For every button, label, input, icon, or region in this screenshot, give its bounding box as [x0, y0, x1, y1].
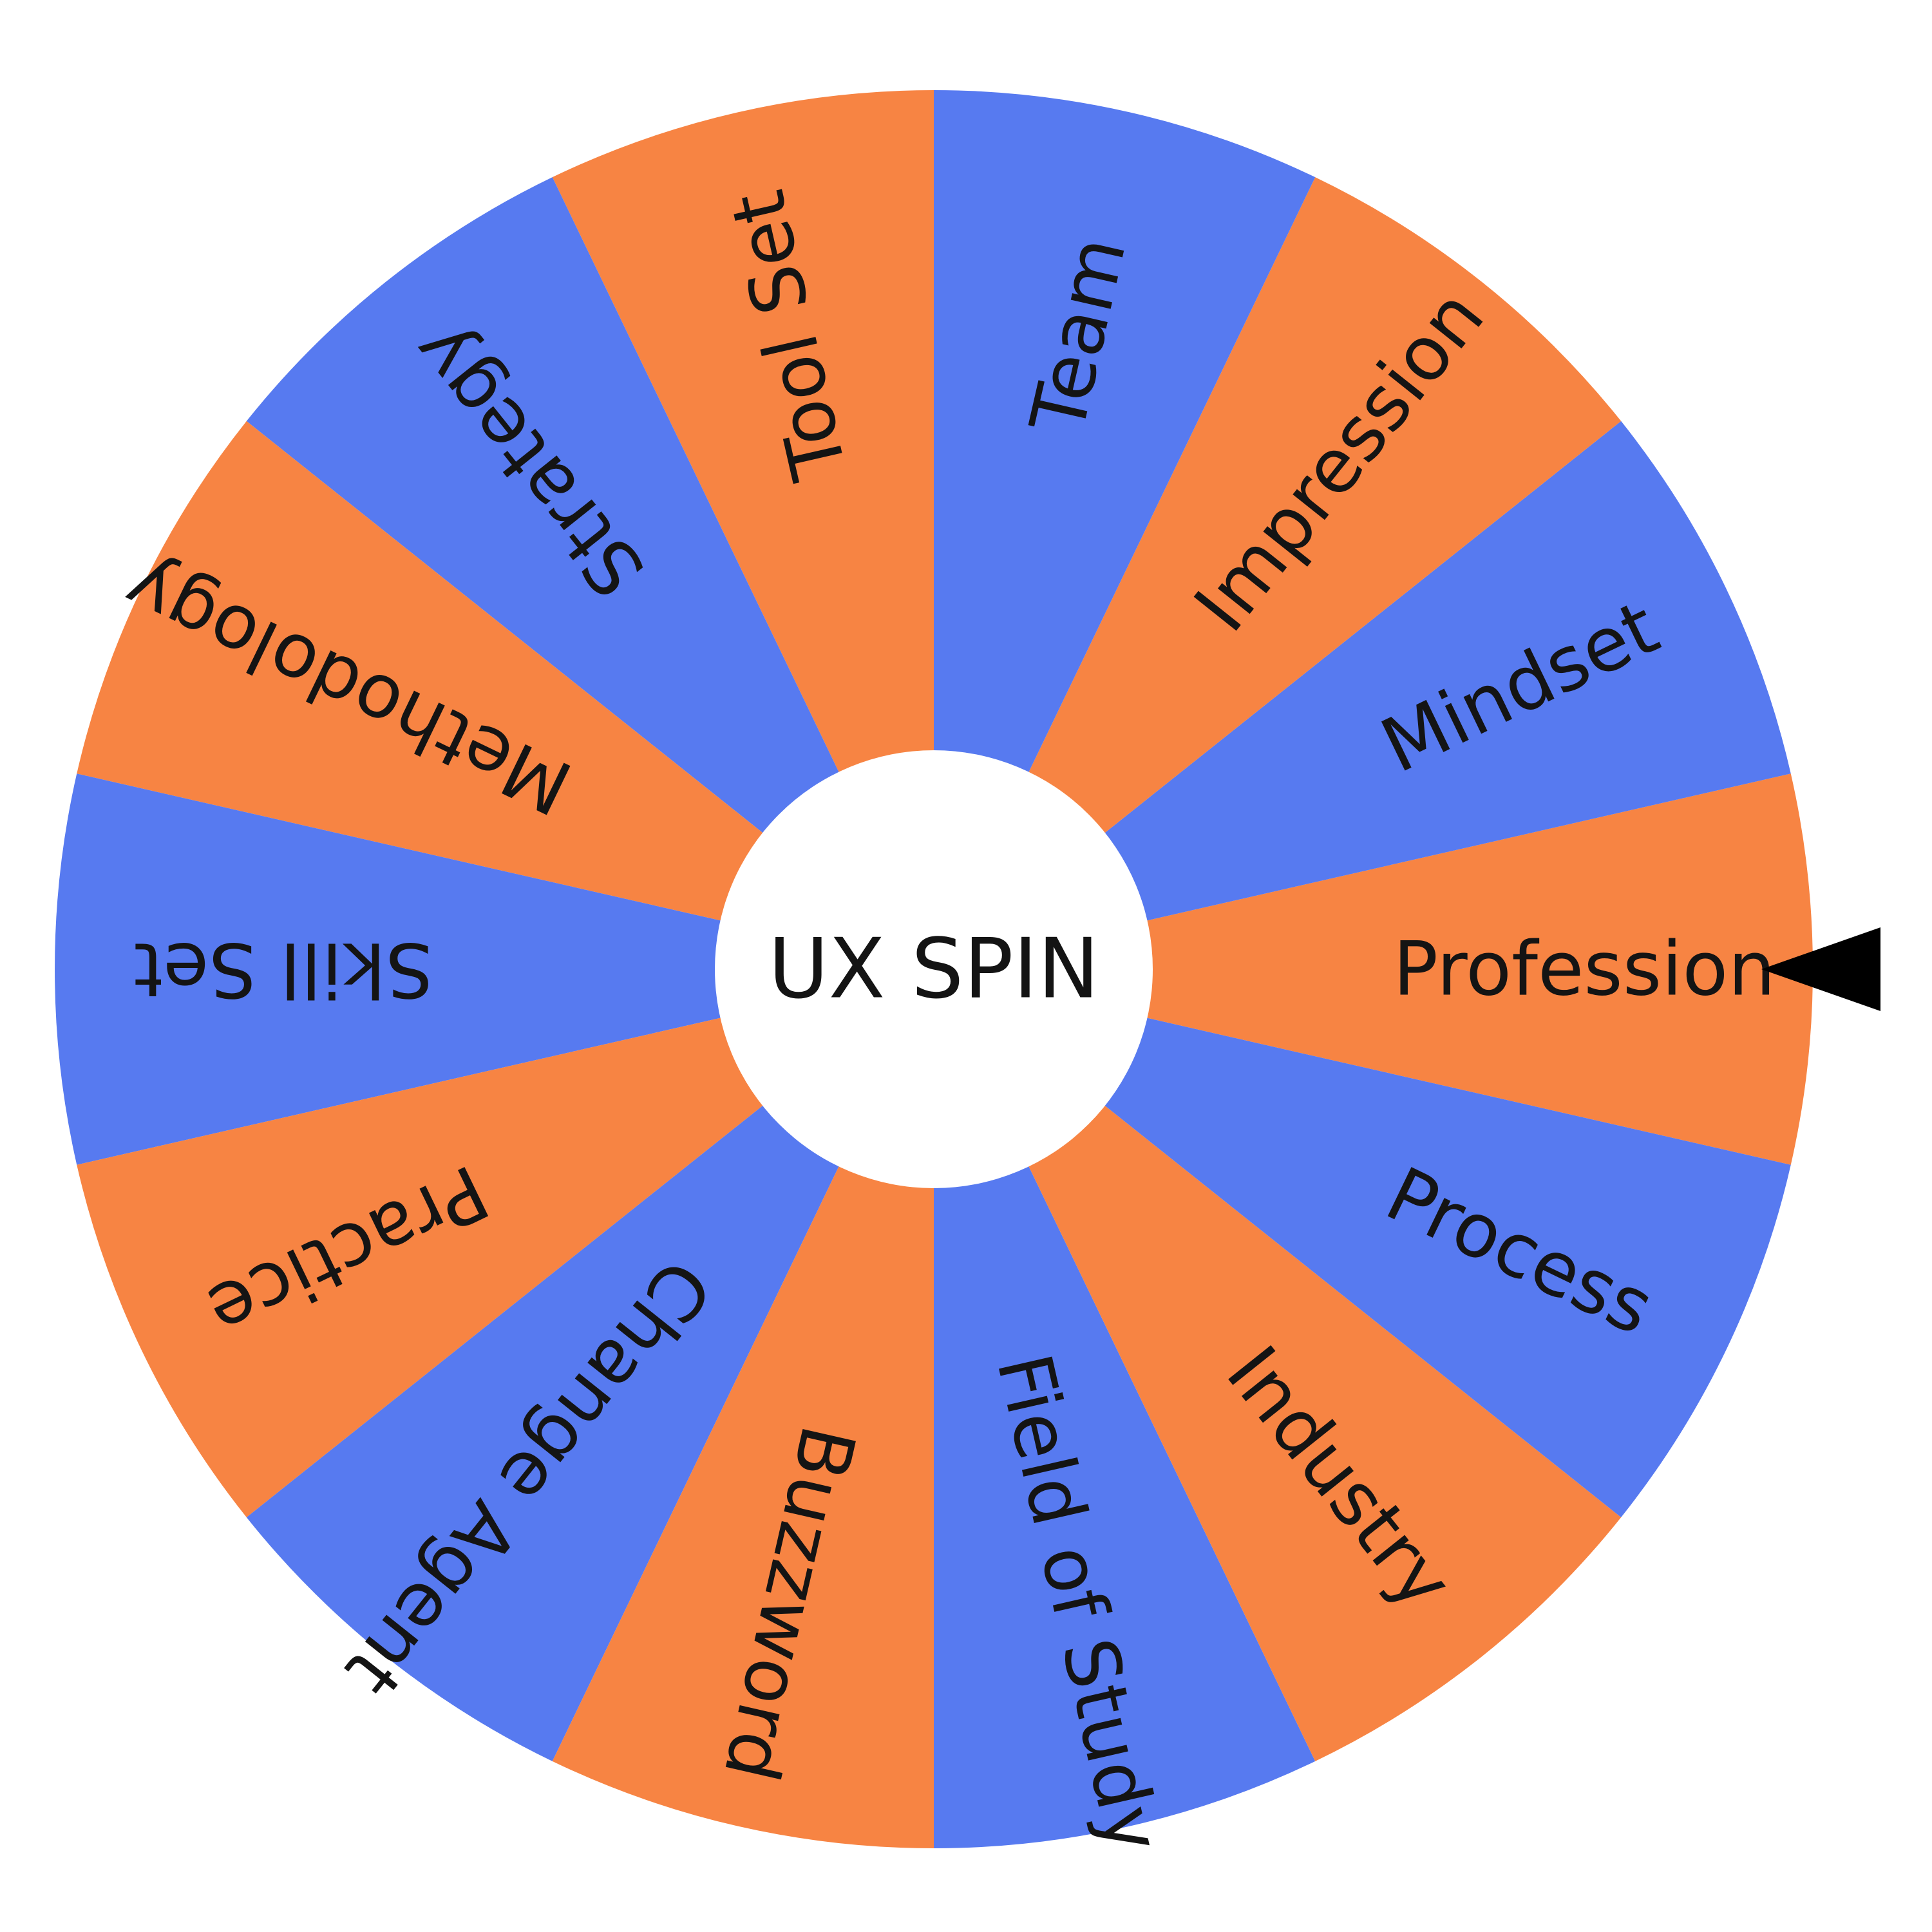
- segment-team: [934, 90, 1316, 969]
- segment-skill-set: [55, 773, 934, 1165]
- segment-label-skill-set: Skill Set: [134, 926, 433, 1013]
- segment-buzzword: [552, 969, 934, 1848]
- segment-impression: [934, 177, 1622, 969]
- segment-industry: [934, 969, 1622, 1761]
- segment-label-profession: Profession: [1393, 926, 1776, 1013]
- wheel-segments: [55, 90, 1813, 1848]
- wheel-hub[interactable]: [715, 750, 1153, 1188]
- segment-methodology: [77, 421, 934, 969]
- segment-process: [934, 969, 1791, 1518]
- wheel-title: UX SPIN: [768, 922, 1099, 1018]
- pointer-arrow-icon: [1761, 927, 1880, 1011]
- segment-practice: [77, 969, 934, 1518]
- segment-field-of-study: [934, 969, 1316, 1848]
- segment-profession: [934, 773, 1813, 1165]
- segment-strategy: [246, 177, 934, 969]
- segment-mindset: [934, 421, 1791, 969]
- segment-tool-set: [552, 90, 934, 969]
- segment-change-agent: [246, 969, 934, 1761]
